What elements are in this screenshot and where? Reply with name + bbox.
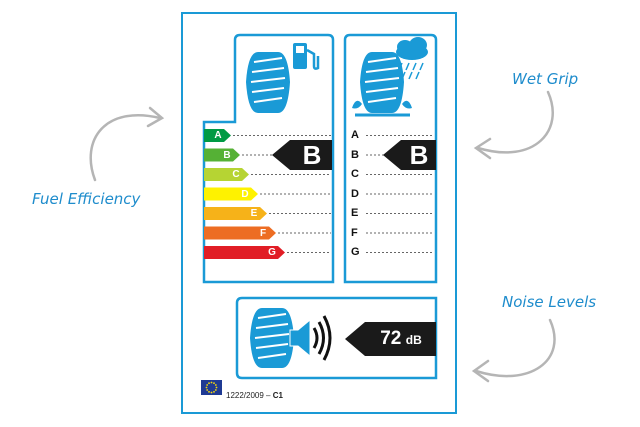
fuel-grade-letter: B (223, 149, 231, 161)
noise-levels-callout: Noise Levels (502, 293, 597, 311)
noise-value: 72 (380, 328, 402, 349)
fuel-rating-letter: B (302, 140, 322, 170)
eu-star-icon (205, 386, 208, 389)
wet-grade-letter: B (351, 148, 359, 161)
fuel-grade-bar-c (204, 168, 249, 181)
fuel-pump-icon (293, 43, 320, 70)
fuel-arrow-icon (89, 114, 162, 182)
tyre-noise-icon (250, 308, 294, 368)
eu-star-icon (215, 386, 218, 389)
wet-grade-letter: G (351, 246, 360, 258)
tyre-fuel-icon (246, 52, 290, 113)
fuel-grade-letter: D (241, 188, 249, 200)
noise-unit: dB (405, 333, 422, 347)
eu-star-icon (206, 384, 209, 386)
eu-star-icon (214, 384, 217, 386)
fuel-grade-bar-e (204, 207, 267, 220)
fuel-rating-arrow (272, 140, 332, 170)
fuel-grade-letter: G (268, 247, 276, 258)
fuel-grade-bar-b (204, 148, 240, 162)
wet-grade-letter: D (351, 187, 359, 200)
eu-star-icon (213, 382, 215, 385)
fuel-grade-bar-f (204, 226, 276, 240)
tyre-wet-icon (352, 52, 412, 117)
noise-arrow-icon (474, 318, 556, 378)
eu-star-icon (206, 389, 209, 391)
regulation-reference: 1222/2009 – C1 (226, 391, 283, 400)
fuel-grade-letter: F (259, 227, 267, 239)
noise-rating-arrow (345, 322, 436, 356)
tyre-class: C1 (272, 391, 283, 400)
wet-grade-letter: E (351, 207, 359, 219)
eu-star-icon (210, 391, 213, 394)
wet-arrow-icon (476, 90, 554, 154)
noise-value-group: 72 dB (368, 322, 434, 356)
wet-grip-callout: Wet Grip (512, 70, 579, 88)
rain-cloud-icon (396, 37, 428, 80)
wet-grade-letter: A (351, 129, 359, 141)
speaker-sound-waves-icon (289, 315, 332, 361)
fuel-grade-bar-a (204, 129, 231, 142)
fuel-grade-letter: E (250, 208, 258, 219)
eu-star-icon (214, 389, 217, 391)
wet-rating-arrow (383, 140, 436, 170)
fuel-grade-letter: A (214, 130, 222, 141)
eu-flag-icon (201, 380, 222, 395)
wet-grade-letter: F (351, 226, 358, 239)
fuel-grade-bar-g (204, 246, 285, 259)
wet-rating-letter: B (409, 140, 429, 170)
eu-star-icon (208, 382, 210, 385)
eu-star-icon (210, 381, 213, 384)
fuel-efficiency-callout: Fuel Efficiency (32, 190, 141, 208)
fuel-grade-letter: C (232, 169, 240, 180)
fuel-grade-bar-d (204, 187, 258, 201)
eu-star-icon (208, 390, 210, 393)
wet-grade-letter: C (351, 168, 359, 180)
eu-star-icon (213, 390, 215, 393)
regulation-number: 1222/2009 – (226, 391, 273, 400)
